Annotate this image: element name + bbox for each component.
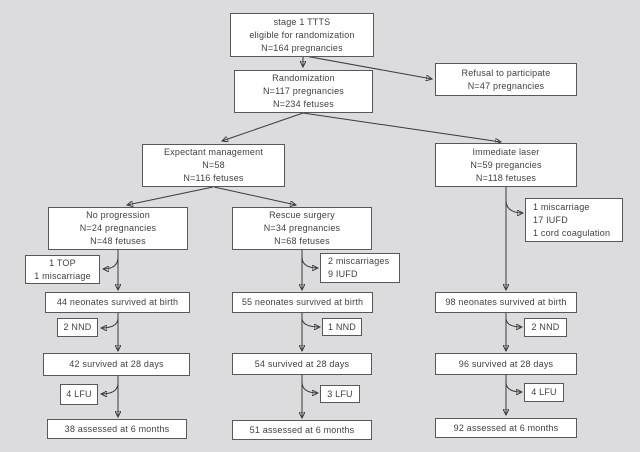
node-noprogression-assessed-6months: 38 assessed at 6 months xyxy=(47,419,187,439)
node-immediate-laser: Immediate laser N=59 pregancies N=118 fe… xyxy=(435,143,577,187)
connector-branch-laser-losses xyxy=(505,199,523,213)
node-stage1-ttts: stage 1 TTTS eligible for randomization … xyxy=(230,13,374,57)
node-no-progression: No progression N=24 pregnancies N=48 fet… xyxy=(48,207,188,250)
node-rescue-survived-birth: 55 neonates survived at birth xyxy=(232,292,373,313)
connector-stage1-to-refusal xyxy=(304,55,432,79)
connector-branch-nnd-right xyxy=(505,317,522,327)
connector-randomization-to-laser xyxy=(302,112,501,142)
node-laser-losses: 1 miscarriage 17 IUFD 1 cord coagulation xyxy=(525,198,623,242)
node-laser-assessed-6months: 92 assessed at 6 months xyxy=(435,418,577,438)
node-noprogression-lfu: 4 LFU xyxy=(60,384,98,405)
node-noprogression-survived-birth: 44 neonates survived at birth xyxy=(45,292,190,313)
connector-branch-nnd-mid xyxy=(301,317,320,327)
connector-branch-noprogression-losses xyxy=(103,256,119,269)
node-rescue-survived-28days: 54 survived at 28 days xyxy=(232,353,372,375)
connector-branch-lfu-left xyxy=(101,382,119,394)
node-laser-lfu: 4 LFU xyxy=(524,383,564,402)
node-rescue-losses: 2 miscarriages 9 IUFD xyxy=(320,253,400,283)
node-laser-nnd: 2 NND xyxy=(524,318,567,337)
node-noprogression-losses: 1 TOP 1 miscarriage xyxy=(25,255,100,284)
connector-randomization-to-expectant xyxy=(222,112,304,141)
connector-expectant-to-noprogression xyxy=(127,186,214,205)
node-rescue-nnd: 1 NND xyxy=(322,318,362,336)
connector-branch-rescue-losses xyxy=(301,256,318,268)
node-noprogression-nnd: 2 NND xyxy=(57,318,98,337)
node-randomization: Randomization N=117 pregnancies N=234 fe… xyxy=(234,70,373,113)
node-rescue-surgery: Rescue surgery N=34 pregnancies N=68 fet… xyxy=(232,207,372,250)
connector-branch-lfu-right xyxy=(505,381,522,392)
node-refusal-to-participate: Refusal to participate N=47 pregnancies xyxy=(435,63,577,96)
connector-expectant-to-rescue xyxy=(213,186,296,205)
node-laser-survived-28days: 96 survived at 28 days xyxy=(435,353,577,375)
node-laser-survived-birth: 98 neonates survived at birth xyxy=(435,292,577,313)
connector-branch-nnd-left xyxy=(101,317,119,328)
node-noprogression-survived-28days: 42 survived at 28 days xyxy=(43,353,190,376)
node-expectant-management: Expectant management N=58 N=116 fetuses xyxy=(142,144,285,187)
node-rescue-lfu: 3 LFU xyxy=(320,385,360,403)
connector-branch-lfu-mid xyxy=(301,381,318,393)
node-rescue-assessed-6months: 51 assessed at 6 months xyxy=(232,420,372,440)
